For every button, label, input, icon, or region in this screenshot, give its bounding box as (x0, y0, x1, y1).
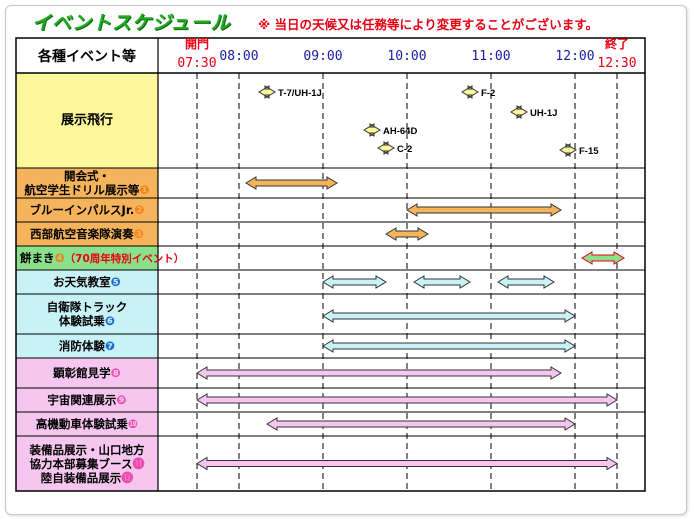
event-arrow (581, 251, 625, 265)
flight-arrow (258, 85, 276, 99)
event-number-badge: ❿ (127, 417, 139, 431)
row-label-bg (16, 388, 158, 412)
event-arrow (322, 275, 387, 289)
flight-label: UH-1J (530, 108, 557, 119)
row-label-bg (16, 334, 158, 358)
open-label: 開門 (185, 37, 209, 51)
flight-label: F-15 (579, 146, 599, 157)
notice-text: ※ 当日の天候又は任務等により変更することがございます。 (258, 17, 599, 32)
page-title: イベントスケジュール (32, 12, 231, 34)
row-label-bg (16, 246, 158, 270)
flight-arrow (559, 143, 577, 157)
flight-label: AH-64D (383, 126, 417, 137)
close-time: 12:30 (597, 56, 636, 71)
event-arrow (266, 417, 576, 431)
row-label-event: 開会式・航空学生ドリル展示等❶ (24, 169, 150, 197)
row-label-event: お天気教室❺ (53, 275, 121, 289)
event-number-badge: ❻ (104, 314, 116, 328)
event-arrow (196, 456, 618, 471)
event-arrow (413, 275, 471, 289)
flight-label: F-2 (481, 88, 495, 99)
flight-label: C-2 (397, 144, 412, 155)
event-arrow (406, 203, 562, 217)
event-arrow (497, 275, 555, 289)
event-arrow (322, 309, 576, 323)
row-label-event: 顕彰館見学❽ (53, 366, 121, 380)
row-label-bg (16, 294, 158, 334)
row-label-bg (16, 73, 158, 168)
row-label-event: 消防体験❼ (58, 339, 116, 353)
row-label-event: ブルーインパルスJr.❷ (29, 203, 145, 217)
flight-arrow (510, 105, 528, 119)
event-arrow (245, 176, 338, 190)
row-label-bg (16, 412, 158, 436)
event-number-badge: ❹ (54, 250, 65, 265)
row-label-event: 餅まき❹（70周年特別イベント） (20, 250, 185, 265)
event-number-badge: ❸ (133, 227, 144, 241)
row-label-bg (16, 270, 158, 294)
event-number-badge: ❷ (134, 203, 145, 217)
row-label-event: 宇宙関連展示❾ (47, 393, 127, 407)
header-label: 各種イベント等 (37, 48, 136, 65)
table-border (15, 37, 646, 492)
row-label-event: 自衛隊トラック体験試乗❻ (46, 300, 128, 328)
event-number-badge: ⓬ (121, 470, 134, 485)
open-time: 07:30 (177, 56, 216, 71)
event-number-badge: ❶ (139, 183, 150, 197)
row-label-bg (16, 168, 158, 198)
flight-label: T-7/UH-1J (278, 88, 322, 99)
event-arrow (196, 393, 618, 407)
hour-tick-label: 12:00 (555, 49, 594, 64)
flight-arrow (377, 141, 395, 155)
row-label-bg (16, 436, 158, 491)
row-label-event: 西部航空音楽隊演奏❸ (30, 227, 144, 241)
event-arrow (322, 339, 576, 353)
hour-tick-label: 10:00 (387, 49, 426, 64)
hour-tick-label: 11:00 (471, 49, 510, 64)
row-label-flight: 展示飛行 (60, 112, 113, 128)
event-number-badge: ⓫ (132, 456, 145, 471)
event-arrow (196, 366, 562, 380)
event-number-badge: ❼ (104, 339, 116, 353)
event-number-badge: ❺ (110, 275, 121, 289)
row-label-bg (16, 358, 158, 388)
event-number-badge: ❽ (110, 366, 121, 380)
event-arrow (385, 227, 429, 241)
row-label-event: 高機動車体験試乗❿ (35, 417, 139, 431)
hour-tick-label: 09:00 (303, 49, 342, 64)
flight-arrow (461, 85, 479, 99)
row-label-bg (16, 222, 158, 246)
close-label: 終了 (605, 36, 629, 51)
flight-arrow (363, 123, 381, 137)
hour-tick-label: 08:00 (219, 49, 258, 64)
event-number-badge: ❾ (116, 393, 127, 407)
event-extra-note: （70周年特別イベント） (64, 252, 185, 265)
row-label-bg (16, 198, 158, 222)
